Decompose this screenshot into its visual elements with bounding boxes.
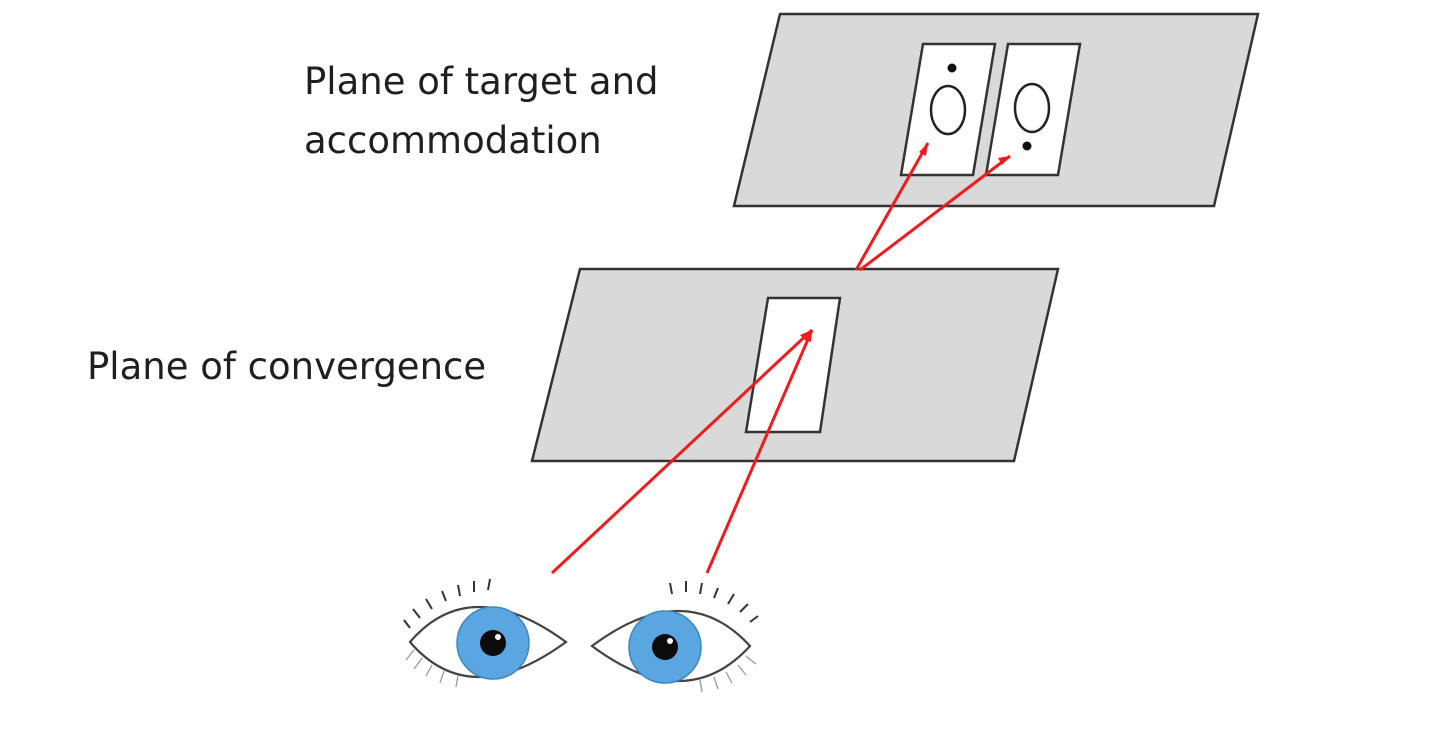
convergence-card — [744, 296, 842, 434]
convergence-plane-label: Plane of convergence — [87, 345, 486, 388]
ray-convergence-to-left-target — [854, 142, 930, 271]
right-eye-icon — [590, 581, 759, 693]
ray-convergence-to-right-target — [859, 154, 1011, 272]
sight-rays — [550, 142, 1011, 575]
right-target-ring — [1013, 82, 1051, 134]
right-target-card — [984, 42, 1082, 177]
left-target-ring — [929, 84, 967, 136]
left-target-card — [899, 42, 997, 177]
left-eye-icon — [403, 578, 568, 688]
ray-right-eye-to-convergence — [705, 329, 814, 574]
right-target-dot — [1022, 141, 1032, 151]
target-plane-label-line-1: Plane of target and — [304, 60, 659, 103]
target-plane-label-line-2: accommodation — [304, 119, 602, 162]
left-target-dot — [947, 63, 957, 73]
ray-left-eye-to-convergence — [550, 328, 814, 575]
